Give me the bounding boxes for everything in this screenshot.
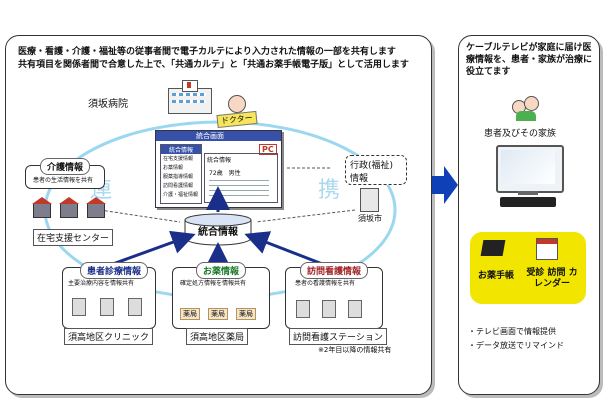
pharmacy-desc: 確定処方情報を情報共有 <box>180 280 247 287</box>
calendar-icon <box>536 238 558 260</box>
care-place: 在宅支援センター <box>33 229 114 246</box>
clinic-desc: 主要治療内容を情報共有 <box>68 280 135 287</box>
clinic-building-icon <box>72 298 86 316</box>
care-title: 介護情報 <box>40 158 91 175</box>
welfare-info-box <box>345 155 407 185</box>
nurse-station-icon <box>296 300 310 318</box>
connection-arrows <box>99 167 356 267</box>
house-icon <box>86 197 106 218</box>
visiting-place: 訪問看護ステーション <box>289 328 387 345</box>
calendar-label: 受診 訪問 カレンダー <box>526 268 578 289</box>
tv-icon <box>490 145 566 211</box>
pharmacy-badge-icon: 薬局 <box>208 308 228 320</box>
menu-title: 統合情報 <box>161 145 201 154</box>
visiting-title: 訪問看護情報 <box>300 262 369 279</box>
footnote: ※2年目以降の情報共有 <box>318 346 392 354</box>
header-line-1: 医療・看護・介護・福祉等の従事者間で電子カルテにより入力された情報の一部を共有し… <box>18 47 396 57</box>
notebook-label: お薬手帳 <box>478 271 515 281</box>
header-line-2: 共有項目を関係者間で合意した上で、「共通カルテ」と「共通お薬手帳電子版」として活… <box>18 60 409 70</box>
clinic-building-icon <box>100 298 114 316</box>
family-label: 患者及びその家族 <box>484 129 557 139</box>
pharmacy-place: 須高地区薬局 <box>186 328 249 345</box>
watermark-right: 携 <box>318 178 341 203</box>
integrated-info-label: 統合情報 <box>198 227 238 238</box>
nurse-station-icon <box>348 300 362 318</box>
bullet-2: ・データ放送でリマインド <box>468 341 564 350</box>
patient-text: 72歳 男性 <box>209 170 241 177</box>
flow-arrow-icon <box>432 166 458 204</box>
side-panel <box>458 35 600 395</box>
pharmacy-badge-icon: 薬局 <box>180 308 200 320</box>
screen-menu: 統合情報 在宅支援情報 お薬情報 服薬指導情報 訪問看護情報 介護・福祉情報 <box>160 144 202 204</box>
notebook-icon <box>480 240 506 256</box>
menu-item[interactable]: 訪問看護情報 <box>163 183 194 189</box>
menu-item[interactable]: 介護・福祉情報 <box>163 192 199 198</box>
city-hall-icon <box>360 188 379 212</box>
house-icon <box>32 197 52 218</box>
hospital-name: 須坂病院 <box>88 99 128 110</box>
visiting-desc: 患者の看護情報を共有 <box>295 280 356 287</box>
menu-item[interactable]: 服薬指導情報 <box>163 174 194 180</box>
clinic-building-icon <box>128 298 142 316</box>
screen-title: 統合画面 <box>196 132 224 140</box>
bullet-1: ・テレビ画面で情報提供 <box>468 327 556 336</box>
menu-item[interactable]: 在宅支援情報 <box>163 156 194 162</box>
pc-badge: PC <box>259 144 277 155</box>
family-icon <box>512 96 539 122</box>
clinic-title: 患者診療情報 <box>80 262 149 279</box>
hospital-icon <box>168 80 212 114</box>
screen-title-bar <box>156 131 281 141</box>
pharmacy-badge-icon: 薬局 <box>236 308 256 320</box>
nurse-station-icon <box>322 300 336 318</box>
welfare-place: 須坂市 <box>358 214 382 223</box>
pharmacy-title: お薬情報 <box>196 262 247 279</box>
house-icon <box>59 197 79 218</box>
content-title: 統合情報 <box>207 157 232 164</box>
clinic-place: 須高地区クリニック <box>64 328 154 345</box>
welfare-title: 行政(福祉)情報 <box>350 161 394 184</box>
side-panel-heading: ケーブルテレビが家庭に届け医療情報を、患者・家族が治療に役立てます <box>466 43 593 77</box>
care-desc: 患者の生活情報を共有 <box>33 177 94 184</box>
menu-item[interactable]: お薬情報 <box>163 165 184 171</box>
